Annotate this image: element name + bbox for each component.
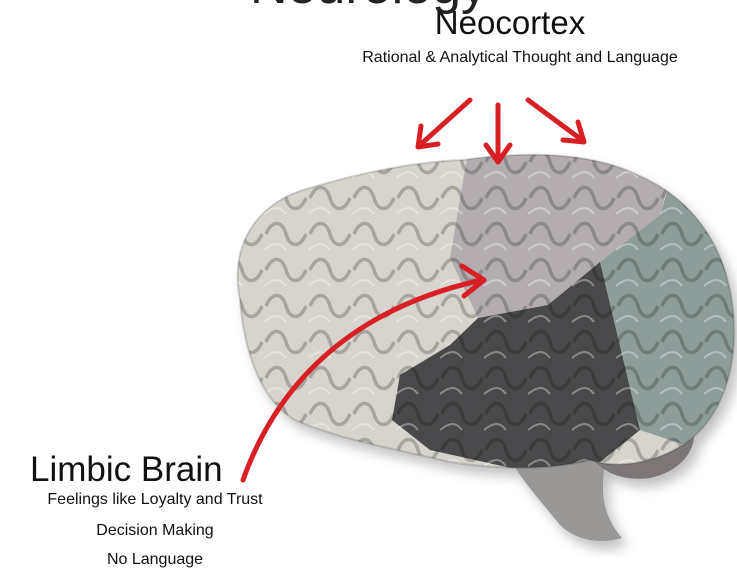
neocortex-description: Rational & Analytical Thought and Langua…: [340, 40, 700, 76]
neocortex-arrows: [418, 100, 584, 162]
limbic-title: Limbic Brain: [30, 450, 270, 490]
arrow-right: [528, 100, 582, 140]
limbic-line-1: Feelings like Loyalty and Trust: [0, 491, 310, 509]
limbic-line-3: No Language: [0, 551, 310, 569]
limbic-line-2: Decision Making: [0, 522, 310, 540]
neocortex-title: Neocortex: [360, 4, 660, 42]
arrow-left: [420, 100, 470, 145]
